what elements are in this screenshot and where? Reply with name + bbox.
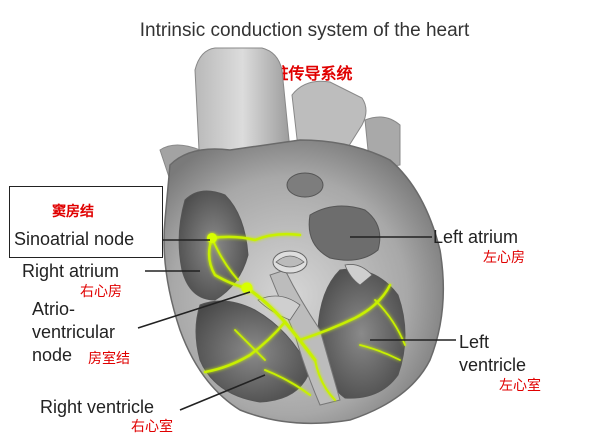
av-node-label-line2: ventricular xyxy=(32,322,116,342)
right-atrium-label-cn: 右心房 xyxy=(80,284,122,300)
sinoatrial-label-box xyxy=(9,186,163,258)
right-ventricle-label-cn: 右心室 xyxy=(131,419,173,435)
atrioventricular-node-marker xyxy=(241,282,253,294)
left-ventricle-label-line2: ventricle xyxy=(459,355,527,375)
left-atrium-label-cn: 左心房 xyxy=(483,250,525,266)
right-ventricle-label: Right ventricle xyxy=(40,397,155,417)
av-node-label-line1: Atrio- xyxy=(32,299,76,319)
sinoatrial-node-marker xyxy=(207,233,217,243)
sinoatrial-node-label: Sinoatrial node xyxy=(14,229,135,249)
left-ventricle-label-cn: 左心室 xyxy=(499,378,541,394)
conduction-pathway xyxy=(203,232,406,401)
left-ventricle-cavity xyxy=(317,268,406,399)
av-node-label-cn: 房室结 xyxy=(88,351,130,367)
av-node-label-line3: node xyxy=(32,345,73,365)
left-atrium-cavity xyxy=(308,205,381,261)
left-ventricle-label-line1: Left xyxy=(459,332,490,352)
sinoatrial-node-label-cn: 窦房结 xyxy=(52,204,94,220)
heart-valves xyxy=(257,250,373,321)
left-atrium-label: Left atrium xyxy=(433,227,519,247)
diagram-title: Intrinsic conduction system of the heart xyxy=(139,20,470,41)
right-atrium-label: Right atrium xyxy=(22,261,120,281)
leader-lines xyxy=(137,236,456,411)
